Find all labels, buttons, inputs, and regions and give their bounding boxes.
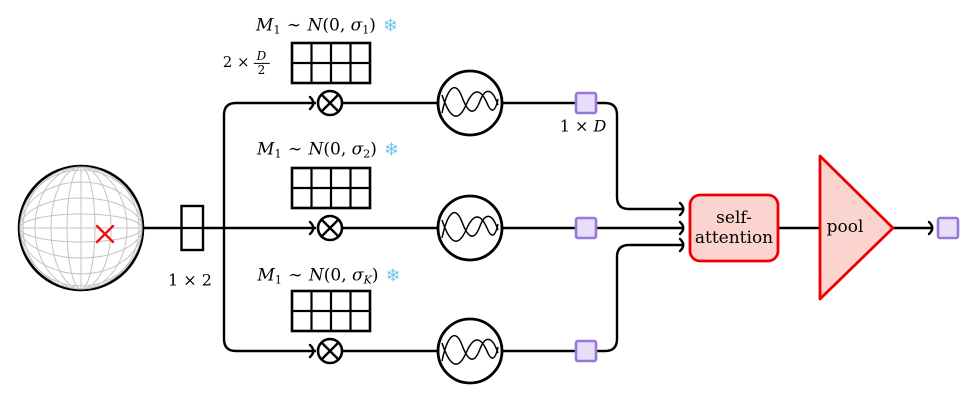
projection-matrix-grid	[290, 166, 372, 210]
arrowhead-icon	[678, 237, 685, 253]
sinusoid-icon	[436, 317, 504, 385]
wire-b3-to-attn	[596, 243, 683, 353]
multiply-icon	[316, 214, 344, 242]
feature-square	[574, 91, 598, 115]
feature-square	[574, 339, 598, 363]
arrowhead-icon	[678, 220, 685, 236]
branch2-matrix-label: M1 ∼ N(0, σ2)❄	[257, 139, 399, 161]
multiply-icon	[316, 89, 344, 117]
wire-b1-to-attn	[596, 101, 683, 211]
output-square	[936, 216, 960, 240]
feature-dim-label: 1 × D	[559, 116, 607, 136]
input-dim-label: 1 × 2	[168, 270, 212, 290]
sample-x-marker-icon	[95, 224, 115, 244]
snowflake-icon: ❄	[383, 139, 399, 161]
projection-matrix-grid	[290, 289, 372, 333]
arrowhead-icon	[927, 220, 934, 236]
pool-block	[818, 154, 895, 301]
sinusoid-icon	[436, 69, 504, 137]
snowflake-icon: ❄	[385, 265, 401, 287]
sinusoid-icon	[436, 194, 504, 262]
arrowhead-icon	[678, 201, 685, 217]
snowflake-icon: ❄	[382, 15, 398, 37]
multiply-icon	[316, 337, 344, 365]
self-attention-block	[688, 193, 780, 263]
arrowhead-icon	[308, 95, 315, 111]
wire-branch-split	[222, 101, 316, 353]
self-attention-label: self-attention	[694, 208, 774, 248]
branch1-matrix-label: M1 ∼ N(0, σ1)❄	[256, 15, 398, 37]
feature-square	[574, 216, 598, 240]
branch3-matrix-label: M1 ∼ N(0, σK)❄	[257, 265, 401, 287]
input-vector-box	[180, 204, 205, 252]
projection-matrix-grid	[290, 41, 372, 85]
pool-label: pool	[826, 217, 864, 237]
arrowhead-icon	[308, 343, 315, 359]
arrowhead-icon	[308, 220, 315, 236]
input-sphere-icon	[17, 164, 145, 292]
